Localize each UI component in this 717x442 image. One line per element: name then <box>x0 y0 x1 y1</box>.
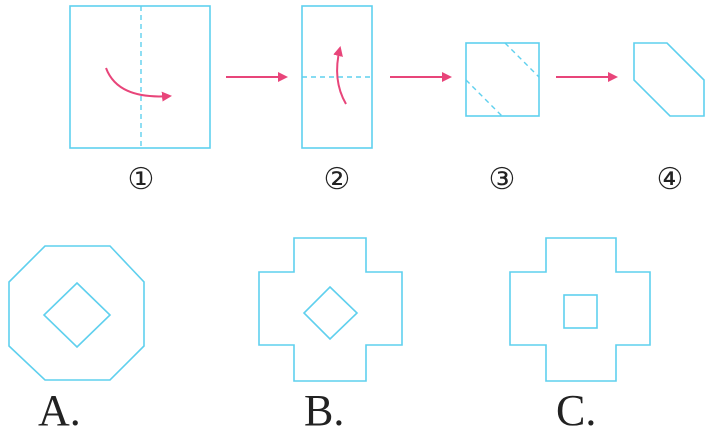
option-c-label: C. <box>556 386 597 435</box>
step-label-2: ② <box>323 162 351 197</box>
fold-arrow <box>105 67 172 102</box>
option-b-shape <box>258 237 403 382</box>
step-label-1: ① <box>127 162 155 197</box>
step-label-3: ③ <box>488 162 516 197</box>
fold-arrow <box>333 46 347 105</box>
option-b-label: B. <box>304 386 345 435</box>
step-label-4: ④ <box>656 162 684 197</box>
step-4-cut-shape <box>633 42 705 117</box>
option-a-label: A. <box>38 386 81 435</box>
step-1-square <box>69 5 211 149</box>
option-a-shape <box>8 245 145 381</box>
step-3-folded-square <box>465 42 540 117</box>
step-2-rectangle <box>301 5 373 149</box>
option-c-shape <box>509 237 651 382</box>
